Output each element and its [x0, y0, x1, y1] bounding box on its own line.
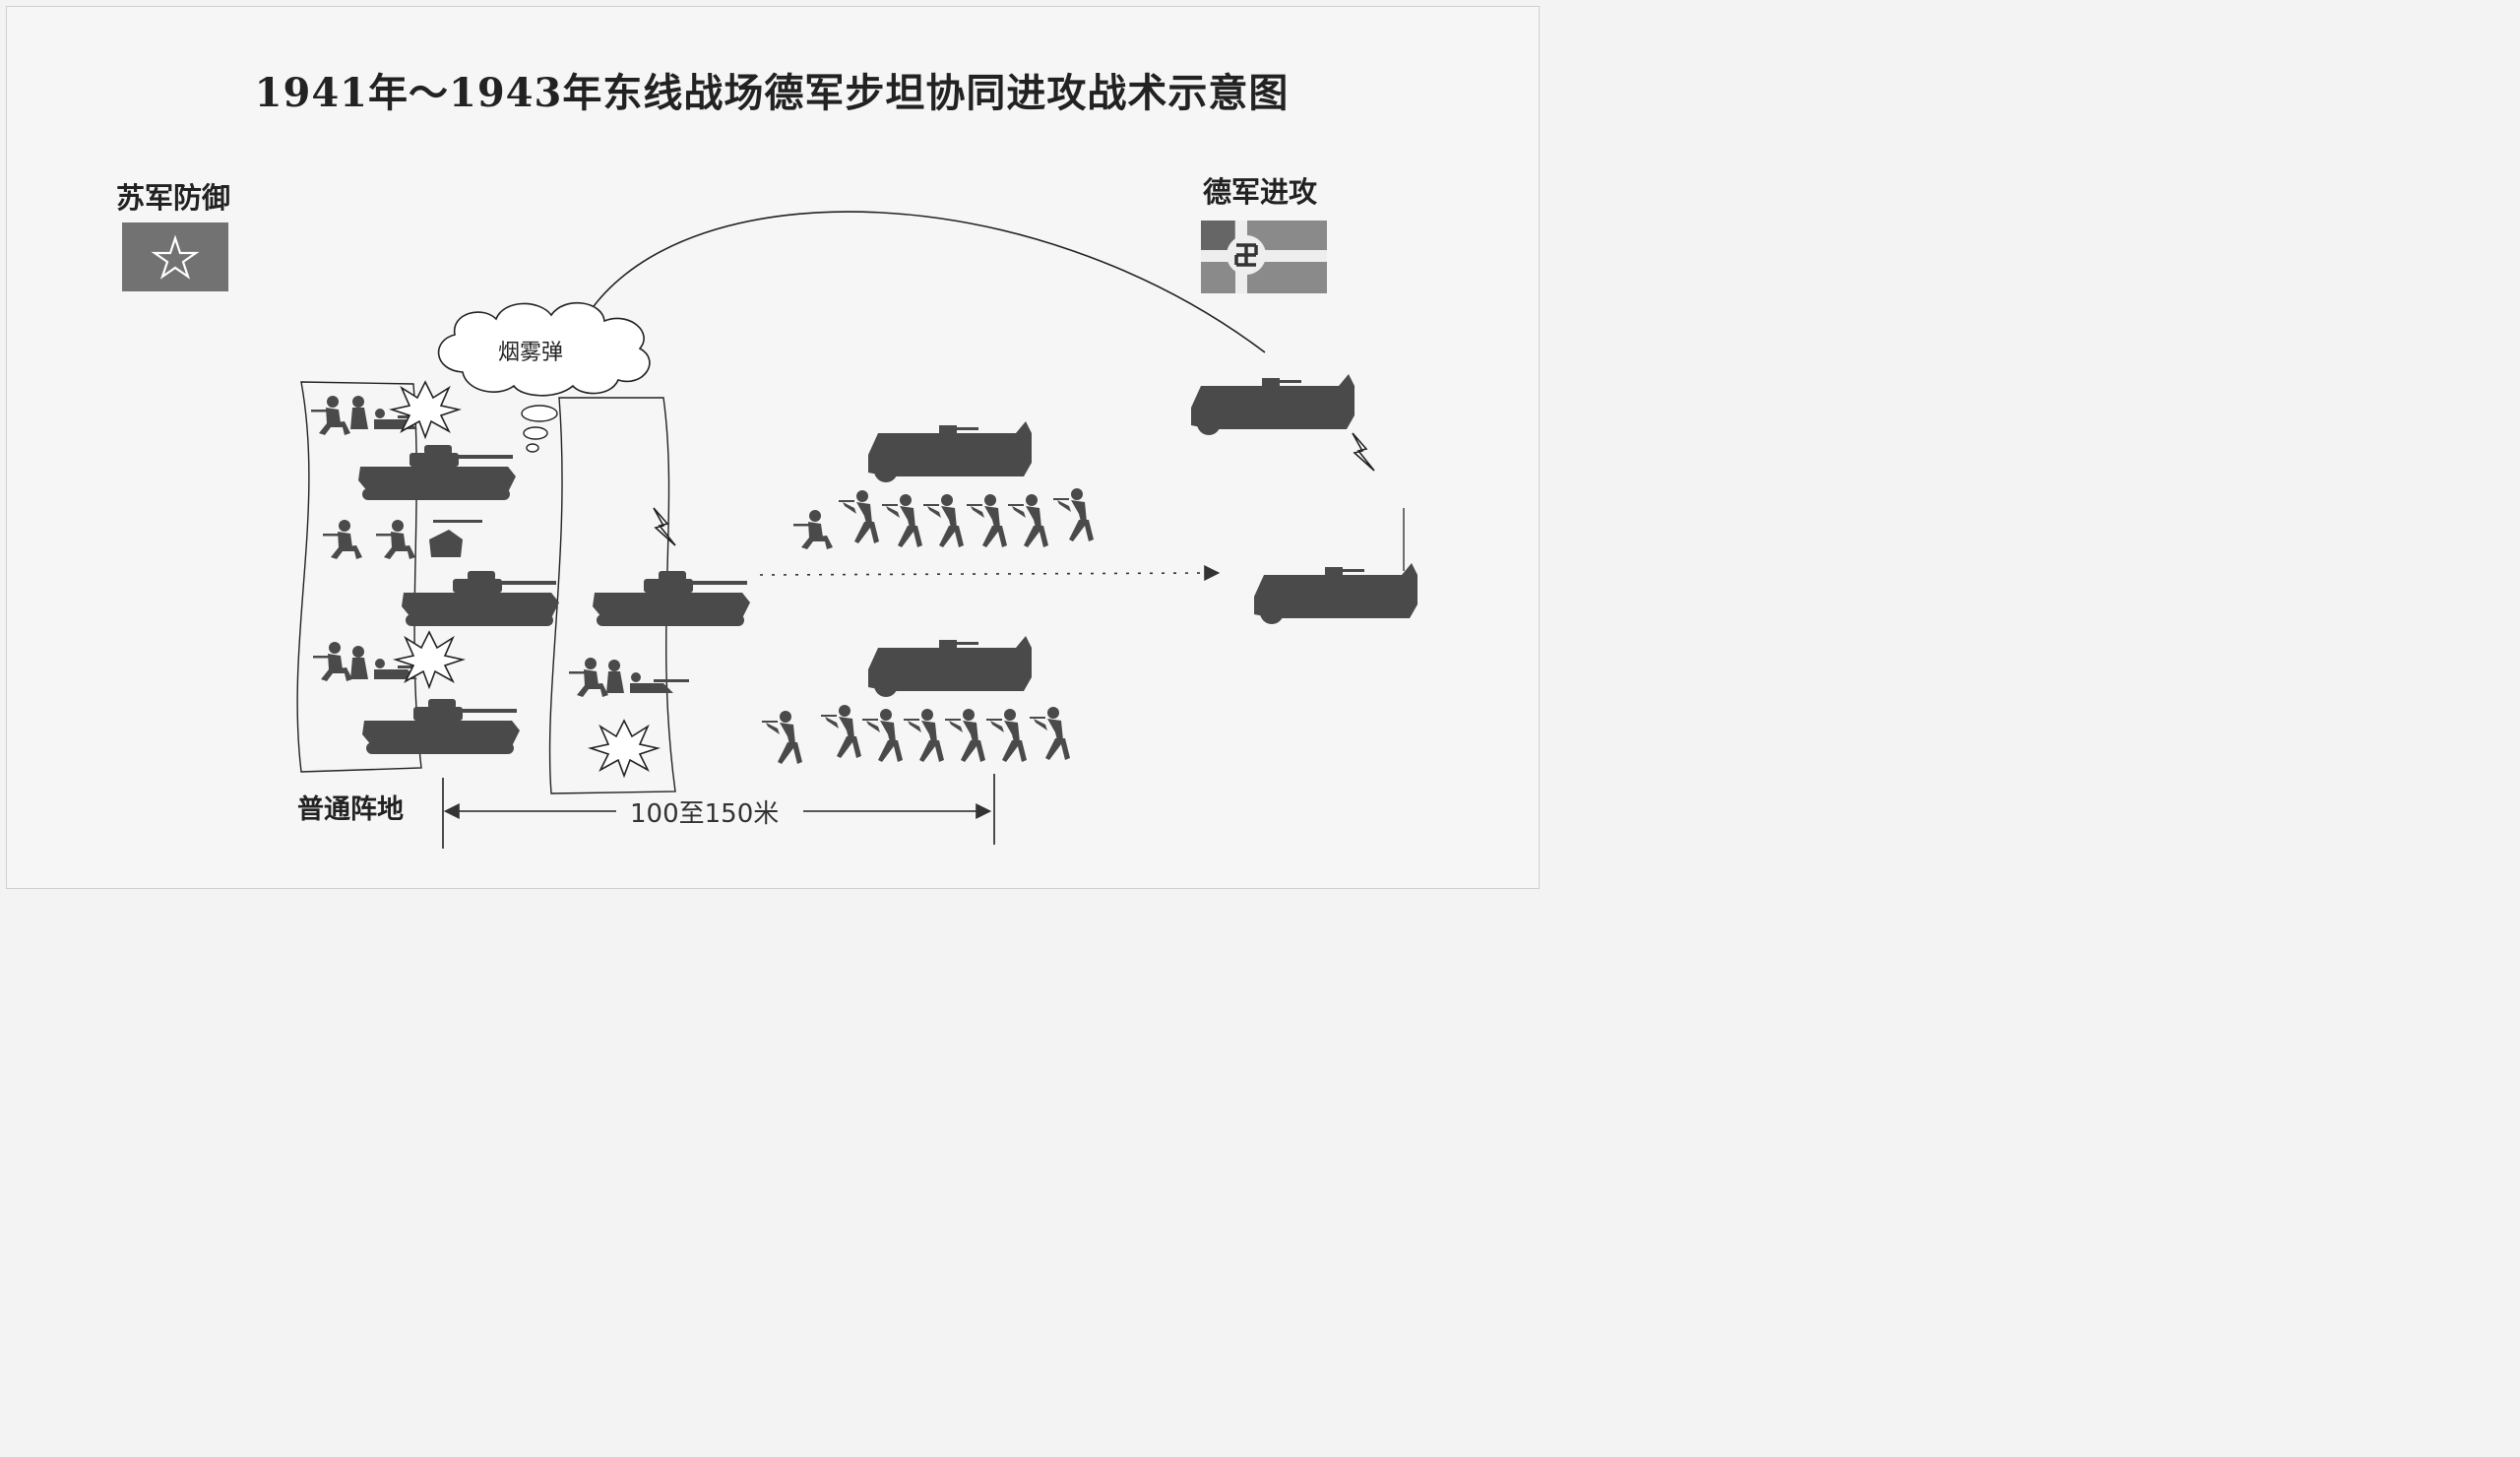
soviet-tank: [593, 571, 750, 626]
german-halftrack: [868, 636, 1032, 697]
diagram-title: 1941年～1943年东线战场德军步坦协同进攻战术示意图: [254, 70, 1290, 116]
smoke-cloud: [437, 301, 651, 453]
german-soldier: [821, 705, 861, 758]
soviet-soldier: [569, 658, 608, 697]
star-icon: [151, 234, 200, 280]
german-soldier: [986, 709, 1027, 762]
soviet-flag: [122, 222, 228, 291]
german-flag: [1201, 221, 1327, 293]
german-soldier: [839, 490, 879, 543]
diagram-frame: [6, 6, 1540, 889]
soviet-antitank-gun: [429, 530, 463, 557]
soviet-machine-gun: [606, 660, 689, 693]
german-soldier: [1030, 707, 1070, 760]
diagram-svg: [122, 211, 1418, 849]
german-halftrack: [1191, 374, 1354, 435]
german-soldier: [882, 494, 922, 547]
soviet-soldier: [313, 642, 352, 681]
german-soldier: [1008, 494, 1048, 547]
soviet-soldier: [323, 520, 362, 559]
german-soldier: [904, 709, 944, 762]
soviet-tank: [358, 445, 516, 500]
explosion-icon: [590, 720, 659, 777]
diagram-canvas: 1941年～1943年东线战场德军步坦协同进攻战术示意图 苏军防御 德军进攻 烟…: [0, 0, 1544, 893]
german-soldier: [923, 494, 964, 547]
position-label: 普通阵地: [297, 794, 404, 825]
defense-line-2: [548, 397, 676, 794]
lightning-icon: [1352, 432, 1375, 472]
german-soldier: [1053, 488, 1094, 541]
soviet-tank: [402, 571, 559, 626]
german-halftrack: [868, 421, 1032, 482]
distance-marker: [442, 774, 995, 849]
distance-label: 100至150米: [630, 799, 780, 829]
german-soldier: [945, 709, 985, 762]
german-soldier: [862, 709, 903, 762]
german-soldier: [967, 494, 1007, 547]
soviet-defense-label: 苏军防御: [116, 181, 231, 215]
artillery-arc: [588, 211, 1266, 353]
german-soldier: [762, 711, 802, 764]
german-attack-label: 德军进攻: [1203, 175, 1318, 209]
soviet-tank: [362, 699, 520, 754]
defense-line-1: [296, 381, 422, 773]
soviet-soldier: [376, 520, 415, 559]
german-halftrack: [1254, 563, 1418, 624]
soviet-soldier: [311, 396, 350, 435]
swastika-icon: [1234, 243, 1258, 267]
advance-arrow: [759, 565, 1221, 582]
lightning-icon: [653, 507, 676, 546]
german-soldier: [793, 510, 833, 549]
smoke-shell-label: 烟雾弹: [498, 341, 564, 365]
